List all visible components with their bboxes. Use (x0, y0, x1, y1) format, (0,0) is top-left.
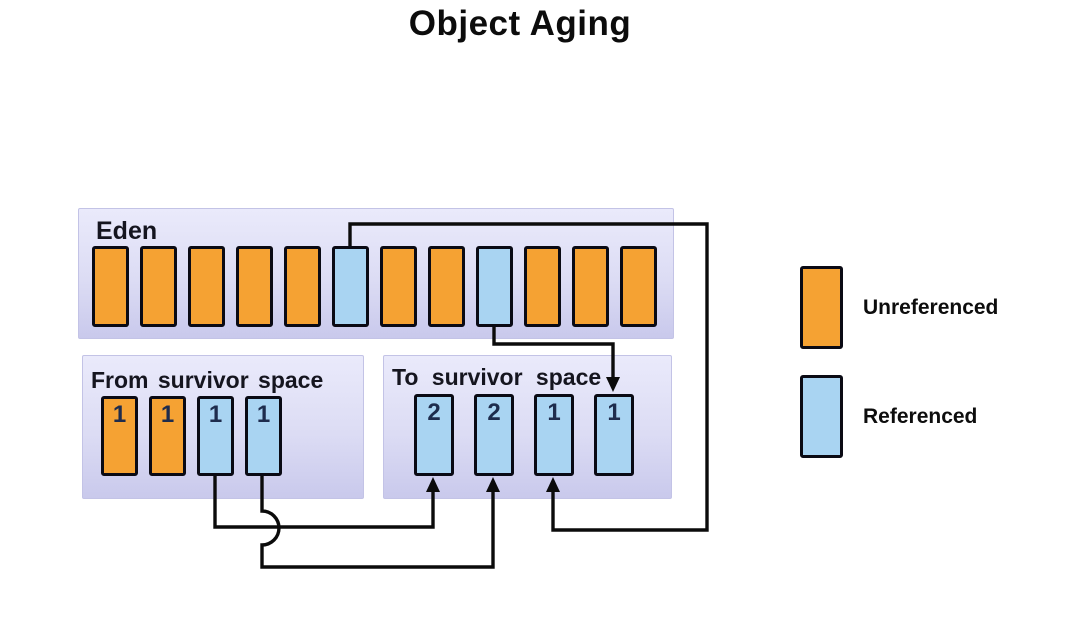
to-survivor-space-region: To survivor space 2 2 1 1 (383, 355, 672, 499)
block-age-label: 1 (160, 401, 175, 428)
memory-block-referenced: 1 (245, 396, 282, 476)
memory-block-unreferenced (92, 246, 129, 327)
from-survivor-space-label: From survivor space (91, 367, 324, 393)
page-title: Object Aging (408, 4, 632, 43)
eden-blocks (92, 246, 657, 327)
memory-block-referenced: 2 (414, 394, 454, 476)
memory-block-referenced: 1 (534, 394, 574, 476)
block-age-label: 1 (256, 401, 271, 428)
block-age-label: 1 (112, 401, 127, 428)
block-age-label: 2 (487, 399, 501, 426)
legend-item-unreferenced: Unreferenced (800, 266, 1060, 349)
memory-block-unreferenced: 1 (101, 396, 138, 476)
memory-block-unreferenced (236, 246, 273, 327)
memory-block-unreferenced (188, 246, 225, 327)
memory-block-unreferenced (572, 246, 609, 327)
block-age-label: 1 (208, 401, 223, 428)
legend-label-unreferenced: Unreferenced (863, 295, 999, 319)
legend-item-referenced: Referenced (800, 375, 1060, 458)
memory-block-unreferenced (428, 246, 465, 327)
block-age-label: 1 (607, 399, 621, 426)
memory-block-referenced: 1 (197, 396, 234, 476)
memory-block-unreferenced (284, 246, 321, 327)
from-survivor-blocks: 1 1 1 1 (101, 396, 282, 476)
memory-block-unreferenced (524, 246, 561, 327)
to-survivor-space-label: To survivor space (392, 364, 602, 390)
memory-block-unreferenced: 1 (149, 396, 186, 476)
eden-space-label: Eden (96, 217, 158, 245)
memory-block-unreferenced (380, 246, 417, 327)
legend-label-referenced: Referenced (863, 404, 978, 428)
memory-block-referenced (332, 246, 369, 327)
from-survivor-space-region: From survivor space 1 1 1 1 (82, 355, 364, 499)
block-age-label: 1 (547, 399, 561, 426)
referenced-swatch-icon (800, 375, 843, 458)
memory-block-unreferenced (620, 246, 657, 327)
memory-block-unreferenced (140, 246, 177, 327)
unreferenced-swatch-icon (800, 266, 843, 349)
to-survivor-blocks: 2 2 1 1 (414, 394, 634, 476)
legend: Unreferenced Referenced (800, 266, 1060, 458)
memory-block-referenced: 1 (594, 394, 634, 476)
eden-space-region: Eden (78, 208, 674, 339)
block-age-label: 2 (427, 399, 441, 426)
memory-block-referenced: 2 (474, 394, 514, 476)
memory-block-referenced (476, 246, 513, 327)
